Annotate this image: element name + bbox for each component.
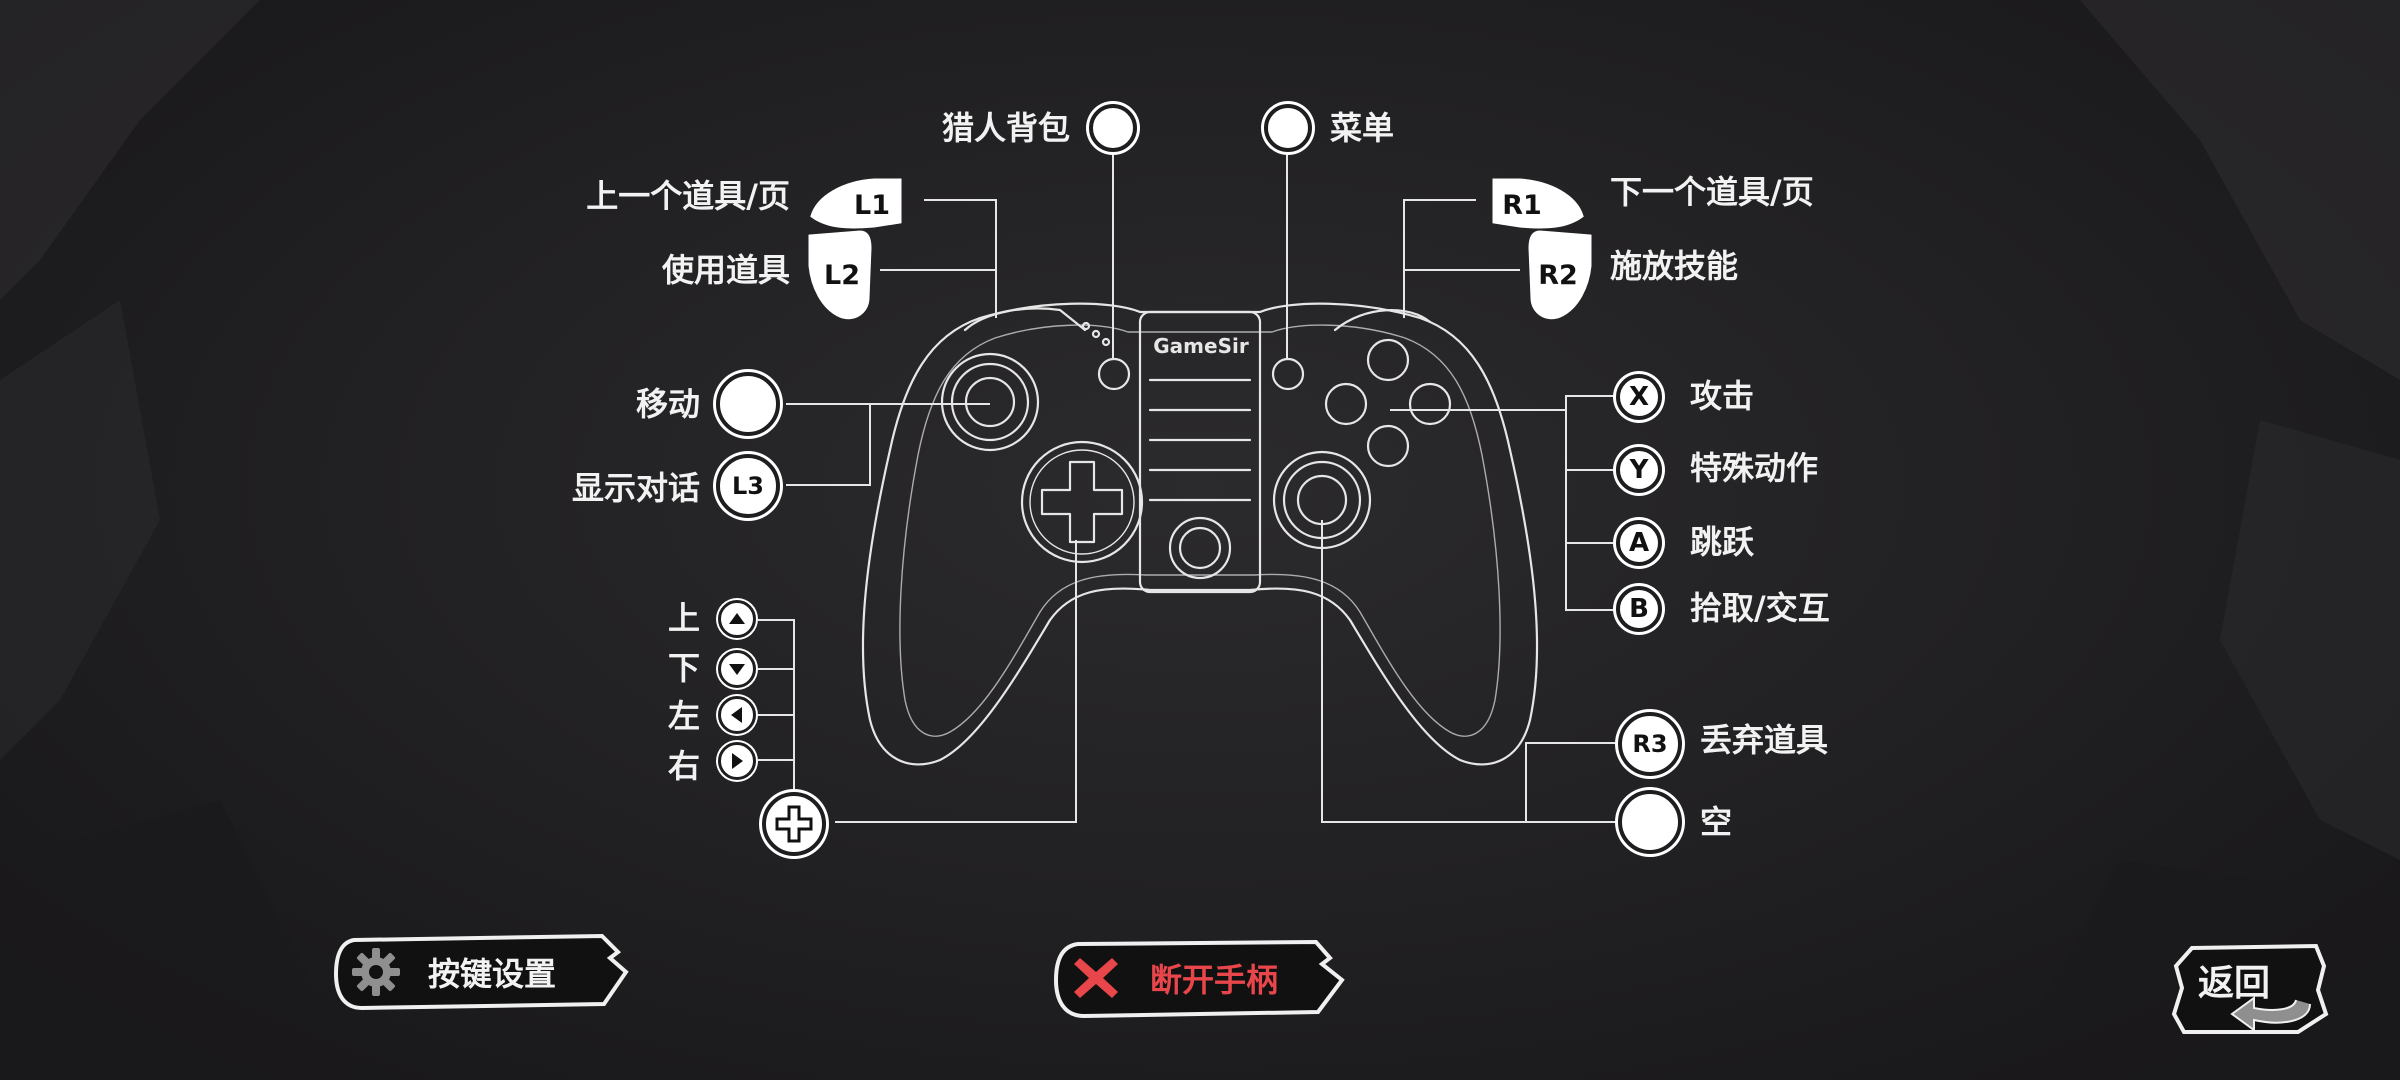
label-menu: 菜单 (1330, 109, 1395, 147)
gear-icon (352, 948, 400, 996)
r2-button-icon: R2 (1528, 230, 1592, 320)
b-button-icon: B (1616, 586, 1662, 632)
dpad-up-icon (718, 600, 756, 638)
start-button-icon (1264, 104, 1312, 152)
r1-button-icon: R1 (1492, 178, 1584, 229)
l1-button-icon: L1 (810, 178, 902, 229)
x-button-icon: X (1616, 374, 1662, 420)
label-move: 移动 (635, 385, 700, 423)
right-stick-icon (1618, 790, 1682, 854)
key-settings-label: 按键设置 (428, 955, 557, 993)
controller-body (861, 302, 1539, 766)
dpad-down-icon (718, 650, 756, 688)
dpad-right-icon (718, 742, 756, 780)
dpad-left-icon (718, 696, 756, 734)
label-a: 跳跃 (1690, 523, 1755, 561)
r3-button-icon: R3 (1618, 712, 1682, 776)
key-settings-button[interactable]: 按键设置 (334, 932, 630, 1012)
a-button-icon: A (1616, 520, 1662, 566)
dpad-icon (762, 792, 826, 856)
label-r1: 下一个道具/页 (1610, 173, 1814, 211)
disconnect-button[interactable]: 断开手柄 (1054, 936, 1346, 1020)
left-stick-icon (716, 372, 780, 436)
label-x: 攻击 (1690, 377, 1755, 415)
label-r2: 施放技能 (1610, 247, 1739, 285)
svg-text:R2: R2 (1538, 260, 1578, 291)
close-icon (1074, 958, 1118, 998)
l2-button-icon: L2 (808, 230, 872, 320)
label-r3: 丢弃道具 (1700, 721, 1829, 759)
back-label: 返回 (2198, 963, 2271, 1004)
svg-text:R1: R1 (1502, 190, 1542, 221)
label-y: 特殊动作 (1690, 449, 1819, 487)
label-l3: 显示对话 (571, 469, 700, 507)
label-dpad-right: 右 (667, 747, 700, 785)
disconnect-label: 断开手柄 (1150, 961, 1279, 999)
select-button-icon (1089, 104, 1137, 152)
brand-logo: GameSir (1153, 334, 1249, 358)
label-dpad-down: 下 (667, 649, 700, 687)
label-dpad-left: 左 (667, 697, 700, 735)
back-button[interactable]: 返回 (2170, 940, 2330, 1038)
label-backpack: 猎人背包 (941, 109, 1070, 147)
label-l2: 使用道具 (661, 251, 790, 289)
svg-text:L2: L2 (824, 260, 860, 291)
svg-text:L1: L1 (854, 190, 890, 221)
y-button-icon: Y (1616, 447, 1662, 493)
label-dpad-up: 上 (667, 599, 700, 637)
label-b: 拾取/交互 (1690, 589, 1830, 627)
l3-button-icon: L3 (716, 454, 780, 518)
label-l1: 上一个道具/页 (586, 177, 790, 215)
label-right-stick: 空 (1700, 803, 1733, 841)
